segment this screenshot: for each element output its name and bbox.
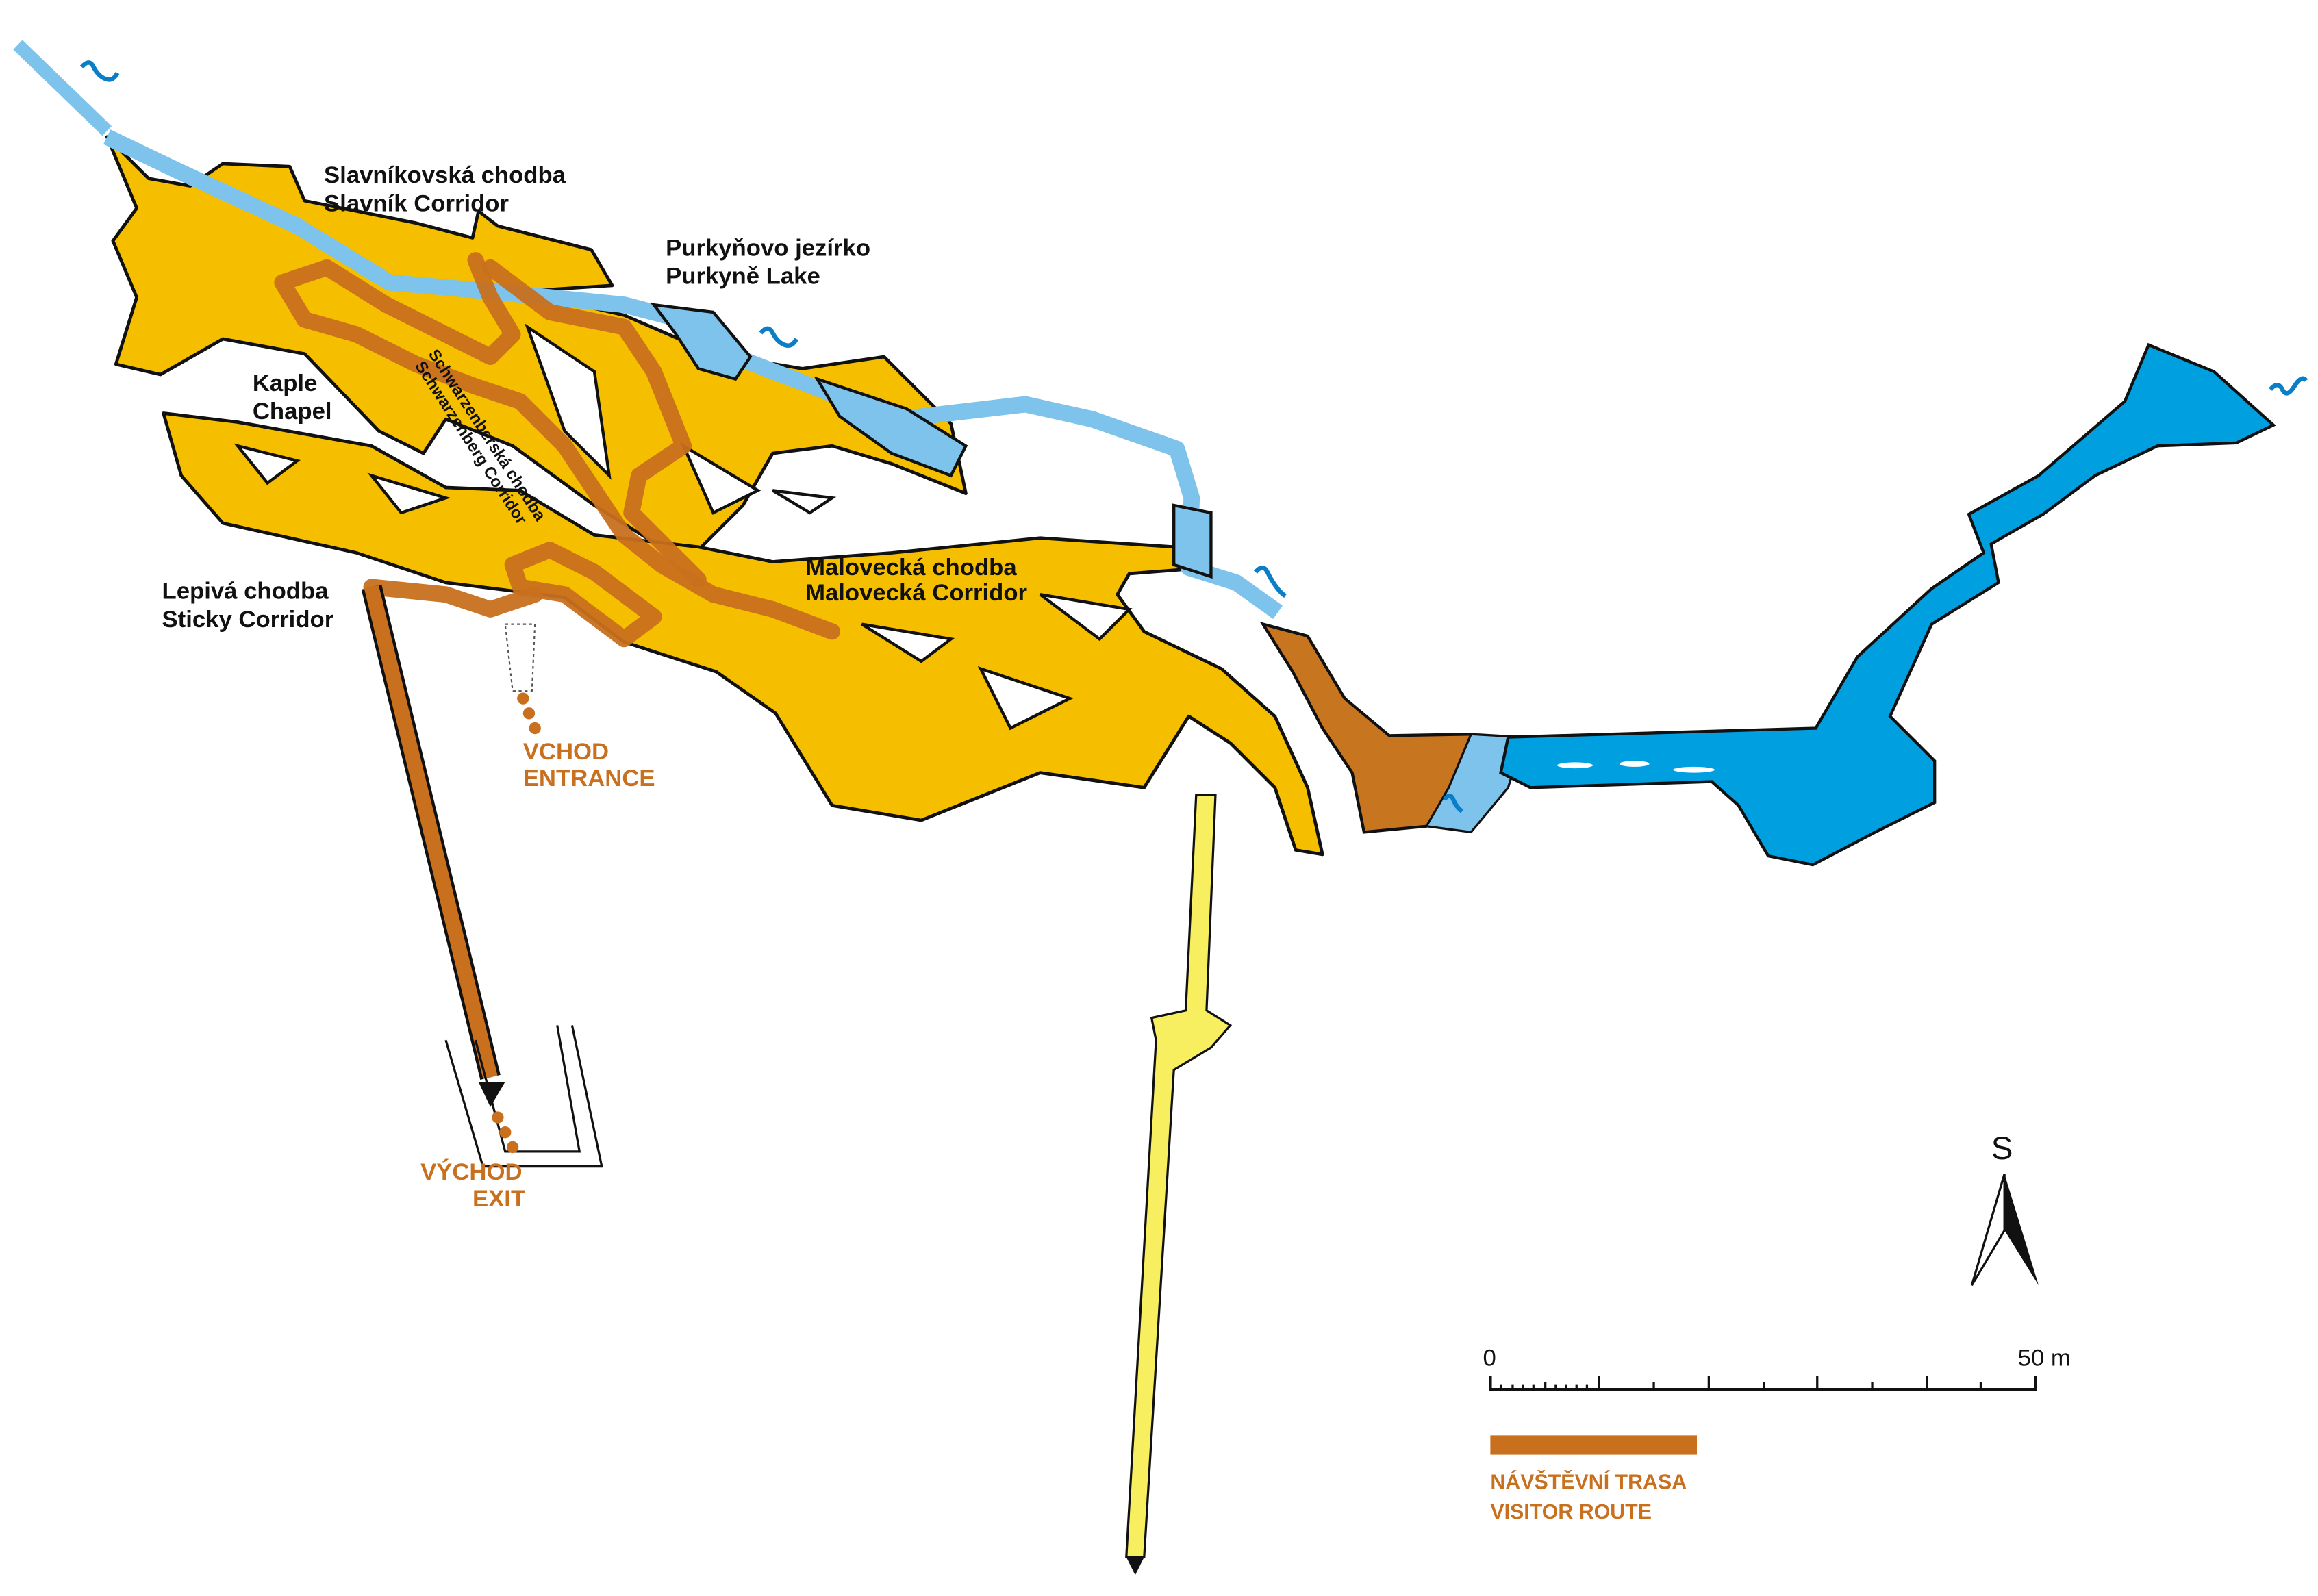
spring-icon — [759, 326, 798, 349]
exit-tunnel-fill — [364, 585, 498, 1079]
spring-icon — [2269, 376, 2308, 396]
label-kaple-en: Chapel — [253, 398, 332, 425]
entrance-stairs — [504, 623, 536, 692]
large-lake — [1499, 342, 2276, 867]
tunnel-end-icon — [1126, 1557, 1144, 1575]
exit-dots — [492, 1111, 519, 1154]
label-malovecka-cz: Malovecká chodba — [805, 555, 1017, 581]
scale-start: 0 — [1483, 1345, 1496, 1371]
visitor-route-path — [274, 252, 841, 648]
exit-building-outline — [444, 1025, 603, 1168]
label-purkyne-cz: Purkyňovo jezírko — [666, 235, 870, 261]
exit-stair-icon — [478, 1081, 505, 1107]
purkyne-lake-water — [650, 303, 1213, 579]
legend-route-cz: NÁVŠTĚVNÍ TRASA — [1490, 1470, 1687, 1493]
label-exit-en: EXIT — [473, 1186, 525, 1212]
legend-route-en: VISITOR ROUTE — [1490, 1501, 1652, 1523]
label-kaple-cz: Kaple — [253, 370, 318, 396]
scale-end: 50 m — [2018, 1345, 2071, 1371]
entrance-dots — [517, 692, 541, 735]
label-purkyne-en: Purkyně Lake — [666, 264, 820, 290]
label-lepiva-cz: Lepivá chodba — [162, 579, 329, 605]
north-arrow-icon — [1970, 1174, 2039, 1287]
label-malovecka-en: Malovecká Corridor — [805, 580, 1027, 606]
label-exit-cz: VÝCHOD — [420, 1158, 522, 1185]
spring-icon — [79, 60, 120, 82]
scale-bar — [1489, 1376, 2037, 1391]
stream-inflow — [13, 40, 112, 136]
legend-route-swatch — [1490, 1435, 1697, 1455]
spring-icon — [1254, 565, 1287, 598]
label-slavnik-en: Slavník Corridor — [324, 190, 509, 216]
label-lepiva-en: Sticky Corridor — [162, 607, 334, 633]
artificial-tunnel — [1125, 794, 1233, 1558]
spring-icon — [1442, 794, 1464, 813]
label-entrance-en: ENTRANCE — [523, 765, 655, 791]
lake-islands — [1557, 761, 1715, 773]
label-entrance-cz: VCHOD — [523, 739, 609, 765]
label-slavnik-cz: Slavníkovská chodba — [324, 162, 566, 188]
north-arrow-label: S — [1991, 1130, 2013, 1167]
water-spring-icons — [79, 60, 2308, 813]
cave-pillars — [234, 323, 1133, 731]
